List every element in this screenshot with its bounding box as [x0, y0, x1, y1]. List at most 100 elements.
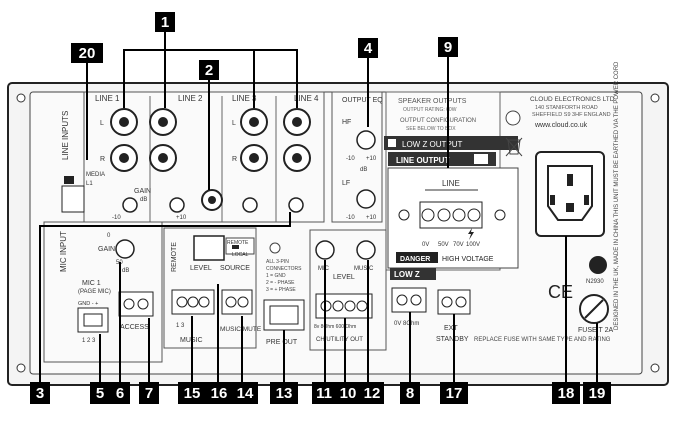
svg-text:0: 0 [107, 233, 111, 239]
svg-text:STANDBY: STANDBY [436, 336, 469, 343]
svg-text:6: 6 [116, 385, 124, 402]
svg-text:8v 8Ohm 600 Ohm: 8v 8Ohm 600 Ohm [314, 324, 356, 330]
terminal-screw-right [494, 209, 506, 221]
svg-text:MEDIA: MEDIA [86, 172, 105, 178]
mic-gain-knob [115, 239, 135, 259]
low-z-output-banner [384, 136, 518, 150]
svg-text:L1: L1 [86, 181, 93, 187]
svg-text:2: 2 [205, 62, 213, 79]
music-mute-connector [221, 289, 253, 315]
svg-text:4: 4 [364, 40, 373, 57]
svg-text:-10: -10 [112, 215, 121, 221]
rca-jack-line2-r [149, 144, 177, 172]
svg-text:N2930: N2930 [586, 279, 604, 285]
svg-text:DANGER: DANGER [400, 256, 430, 263]
pre-out-label: PRE OUT [266, 339, 298, 346]
rca-jack-line1-r [110, 144, 138, 172]
svg-text:2 = - PHASE: 2 = - PHASE [266, 280, 295, 286]
svg-text:1 3: 1 3 [176, 323, 185, 329]
svg-text:dB: dB [122, 268, 129, 274]
svg-text:R: R [100, 156, 105, 163]
svg-text:dB: dB [140, 197, 147, 203]
callout-lines [39, 31, 598, 382]
svg-text:8: 8 [406, 385, 414, 402]
ext-standby-connector [437, 289, 471, 315]
svg-text:-10: -10 [346, 215, 355, 221]
mic-input-connector [77, 307, 109, 333]
line-inputs-frame [83, 91, 325, 223]
callout-8: 8 [400, 382, 420, 404]
svg-text:17: 17 [446, 385, 463, 402]
access-connector [118, 291, 154, 317]
svg-text:OUTPUT CONFIGURATION: OUTPUT CONFIGURATION [400, 118, 476, 124]
svg-text:1 = GND: 1 = GND [266, 273, 286, 279]
rca-jacks [110, 108, 311, 172]
tap-100v: 100V [466, 242, 480, 248]
remote-source-switch [193, 235, 225, 261]
gain-knob-line2 [169, 197, 185, 213]
mount-hole-left [16, 93, 26, 103]
svg-text:CH/UTILITY OUT: CH/UTILITY OUT [316, 337, 363, 343]
hf-eq-knob [356, 130, 376, 150]
svg-text:L: L [232, 120, 236, 127]
svg-text:GAIN: GAIN [134, 188, 151, 195]
svg-text:L: L [100, 120, 104, 127]
svg-text:LOW Z OUTPUT: LOW Z OUTPUT [402, 140, 463, 149]
low-z-banner [390, 268, 436, 280]
callouts: 1 2 20 4 9 3 5 6 7 15 16 14 13 11 10 12 … [30, 12, 611, 404]
svg-text:LF: LF [342, 180, 350, 187]
svg-text:LEVEL: LEVEL [190, 265, 212, 272]
iec-power-inlet [535, 151, 605, 237]
mic-level-knob [315, 240, 335, 260]
svg-text:HIGH VOLTAGE: HIGH VOLTAGE [442, 256, 494, 263]
svg-text:1: 1 [161, 14, 169, 31]
svg-text:12: 12 [364, 385, 381, 402]
speaker-outputs-title: SPEAKER OUTPUTS [398, 98, 467, 105]
callout-20: 20 [71, 43, 103, 63]
svg-text:11: 11 [316, 385, 332, 402]
connectors-note: ALL 3-PIN CONNECTORS 1 = GND 2 = - PHASE… [266, 259, 302, 293]
output-eq-frame [331, 91, 383, 223]
level-frame [309, 229, 387, 351]
svg-text:GAIN: GAIN [98, 246, 115, 253]
svg-text:7: 7 [145, 385, 153, 402]
callout-17: 17 [440, 382, 468, 404]
svg-text:140 STANIFORTH ROAD: 140 STANIFORTH ROAD [535, 105, 598, 111]
callout-12: 12 [360, 382, 384, 404]
remote-heading: REMOTE [171, 242, 178, 272]
callout-1: 1 [155, 12, 175, 32]
svg-text:13: 13 [276, 385, 293, 402]
fuse-label: FUSE T 2A [578, 327, 613, 334]
rca-jack-line3-r [240, 144, 268, 172]
output-eq-title: OUTPUT EQ [342, 97, 383, 104]
svg-text:SEE BELOW TO BOX: SEE BELOW TO BOX [406, 126, 456, 132]
svg-text:-10: -10 [346, 156, 355, 162]
low-z-connector [391, 287, 427, 313]
svg-text:LEVEL: LEVEL [333, 274, 355, 281]
callout-14: 14 [232, 382, 258, 404]
svg-text:OUTPUT RATING: 60W: OUTPUT RATING: 60W [403, 107, 457, 113]
access-label: ACCESS [120, 324, 149, 331]
callout-6: 6 [110, 382, 130, 404]
svg-text:3: 3 [36, 385, 44, 402]
callout-9: 9 [438, 37, 458, 57]
line-output-banner [388, 152, 496, 166]
company-web: www.cloud.co.uk [534, 122, 588, 129]
svg-text:dB: dB [360, 167, 367, 173]
line-inputs-heading: LINE INPUTS [61, 111, 70, 160]
svg-text:LOW Z: LOW Z [394, 270, 420, 279]
svg-text:LINE: LINE [442, 179, 460, 188]
remote-frame [163, 227, 257, 349]
line3-label: LINE 3 [232, 94, 257, 103]
svg-text:0V 8Ohm: 0V 8Ohm [394, 321, 419, 327]
svg-text:GND - +: GND - + [78, 301, 98, 307]
terminal-screw-left [398, 209, 410, 221]
company-name: CLOUD ELECTRONICS LTD [530, 96, 615, 103]
rca-jack-line3-l [240, 108, 268, 136]
svg-text:SOURCE: SOURCE [220, 265, 250, 272]
svg-text:+10: +10 [366, 156, 377, 162]
mount-hole-right-bottom [650, 363, 660, 373]
mount-hole-right [650, 93, 660, 103]
svg-text:+10: +10 [176, 215, 187, 221]
line1-label: LINE 1 [95, 94, 120, 103]
